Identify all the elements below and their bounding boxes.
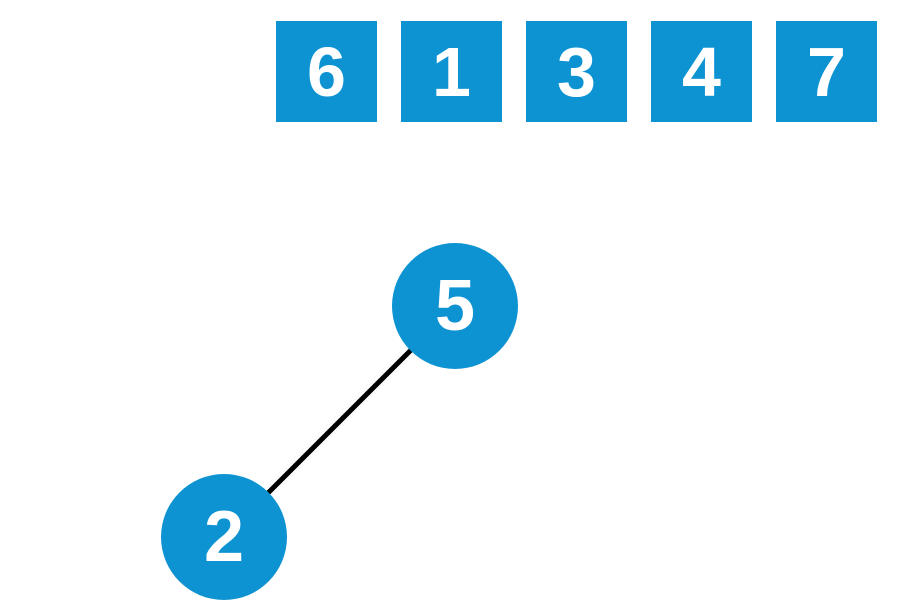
- tree-node-2: 2: [161, 474, 287, 600]
- array-cell-0: 6: [276, 21, 377, 122]
- array-cell-4: 7: [776, 21, 877, 122]
- array-cell-1: 1: [401, 21, 502, 122]
- array-cell-3: 4: [651, 21, 752, 122]
- tree-node-5: 5: [392, 243, 518, 369]
- array-cell-2: 3: [526, 21, 627, 122]
